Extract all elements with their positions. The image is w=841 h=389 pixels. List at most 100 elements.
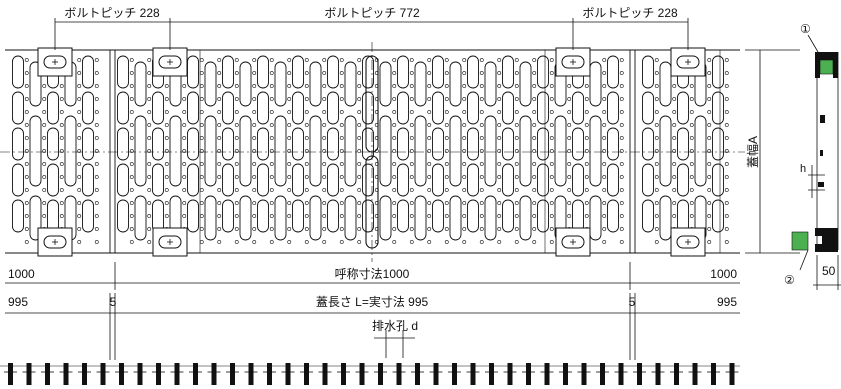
drain-slot bbox=[274, 61, 287, 107]
rivet-dot bbox=[724, 162, 729, 166]
rivet-dot bbox=[409, 162, 414, 166]
drain-slot bbox=[537, 55, 549, 89]
actual-right-label: 995 bbox=[717, 295, 737, 309]
rivet-dot bbox=[584, 84, 589, 88]
rivet-dot bbox=[129, 123, 134, 127]
rivet-dot bbox=[357, 97, 362, 101]
rivet-dot bbox=[94, 123, 99, 127]
rivet-dot bbox=[147, 227, 152, 231]
rivet-dot bbox=[497, 97, 502, 101]
drain-slot bbox=[449, 115, 462, 187]
rivet-dot bbox=[42, 201, 47, 205]
rivet-dot bbox=[94, 136, 99, 140]
bearing-bar bbox=[674, 363, 679, 385]
bearing-bar bbox=[267, 363, 272, 385]
rivet-dot bbox=[182, 97, 187, 101]
rivet-dot bbox=[269, 110, 274, 114]
rivet-dot bbox=[199, 188, 204, 192]
rivet-dot bbox=[444, 227, 449, 231]
drain-slot bbox=[257, 127, 269, 161]
rivet-dot bbox=[129, 149, 134, 153]
rivet-dot bbox=[619, 123, 624, 127]
rivet-dot bbox=[479, 123, 484, 127]
rivet-dot bbox=[654, 162, 659, 166]
rivet-dot bbox=[514, 149, 519, 153]
rivet-dot bbox=[42, 136, 47, 140]
rivet-dot bbox=[444, 240, 449, 244]
rivet-dot bbox=[199, 58, 204, 62]
rivet-dot bbox=[584, 188, 589, 192]
rivet-dot bbox=[619, 110, 624, 114]
rivet-dot bbox=[164, 136, 169, 140]
drain-slot bbox=[677, 199, 689, 233]
drain-slot bbox=[484, 115, 497, 187]
rivet-dot bbox=[444, 84, 449, 88]
rivet-dot bbox=[549, 175, 554, 179]
drain-slot bbox=[117, 91, 129, 125]
rivet-dot bbox=[462, 84, 467, 88]
rivet-dot bbox=[707, 58, 712, 62]
rivet-dot bbox=[357, 227, 362, 231]
rivet-dot bbox=[77, 175, 82, 179]
drain-slot bbox=[642, 163, 654, 197]
drain-slot bbox=[344, 61, 357, 107]
drain-slot bbox=[187, 55, 199, 89]
rivet-dot bbox=[339, 123, 344, 127]
rivet-dot bbox=[234, 188, 239, 192]
rivet-dot bbox=[724, 214, 729, 218]
drain-slot bbox=[222, 127, 234, 161]
rivet-dot bbox=[549, 149, 554, 153]
rivet-dot bbox=[322, 123, 327, 127]
rivet-dot bbox=[287, 214, 292, 218]
rivet-dot bbox=[567, 97, 572, 101]
rivet-dot bbox=[444, 188, 449, 192]
rivet-dot bbox=[532, 227, 537, 231]
rivet-dot bbox=[94, 110, 99, 114]
bearing-bar bbox=[174, 363, 180, 385]
rivet-dot bbox=[689, 136, 694, 140]
rivet-dot bbox=[724, 227, 729, 231]
bearing-bar bbox=[711, 363, 716, 385]
rivet-dot bbox=[199, 175, 204, 179]
rivet-dot bbox=[164, 175, 169, 179]
rivet-dot bbox=[724, 136, 729, 140]
rivet-dot bbox=[77, 214, 82, 218]
bolt-pitch-right-label: ボルトピッチ 228 bbox=[582, 6, 678, 20]
rivet-dot bbox=[444, 58, 449, 62]
rivet-dot bbox=[462, 175, 467, 179]
rivet-dot bbox=[182, 136, 187, 140]
rivet-dot bbox=[287, 123, 292, 127]
rivet-dot bbox=[77, 188, 82, 192]
rivet-dot bbox=[409, 175, 414, 179]
rivet-dot bbox=[549, 214, 554, 218]
rivet-dot bbox=[287, 84, 292, 88]
rivet-dot bbox=[724, 201, 729, 205]
actual-center-label: 蓋長さ L=実寸法 995 bbox=[316, 294, 429, 309]
rivet-dot bbox=[567, 162, 572, 166]
rivet-dot bbox=[217, 84, 222, 88]
drain-slot bbox=[257, 55, 269, 89]
rivet-dot bbox=[129, 97, 134, 101]
drain-slot bbox=[677, 163, 689, 197]
bearing-bar bbox=[285, 363, 291, 385]
rivet-dot bbox=[182, 84, 187, 88]
bearing-bar bbox=[637, 363, 642, 385]
rivet-dot bbox=[269, 188, 274, 192]
rivet-dot bbox=[357, 162, 362, 166]
rivet-dot bbox=[24, 175, 29, 179]
rivet-dot bbox=[619, 240, 624, 244]
rivet-dot bbox=[689, 175, 694, 179]
rivet-dot bbox=[42, 110, 47, 114]
rivet-dot bbox=[602, 162, 607, 166]
rivet-dot bbox=[304, 149, 309, 153]
rivet-dot bbox=[24, 240, 29, 244]
rivet-dot bbox=[304, 123, 309, 127]
rivet-dot bbox=[567, 123, 572, 127]
rivet-dot bbox=[532, 71, 537, 75]
rivet-dot bbox=[549, 123, 554, 127]
rivet-dot bbox=[444, 97, 449, 101]
drain-slot bbox=[554, 115, 567, 187]
rivet-dot bbox=[602, 123, 607, 127]
rivet-dot bbox=[217, 71, 222, 75]
drain-slot bbox=[467, 127, 479, 161]
